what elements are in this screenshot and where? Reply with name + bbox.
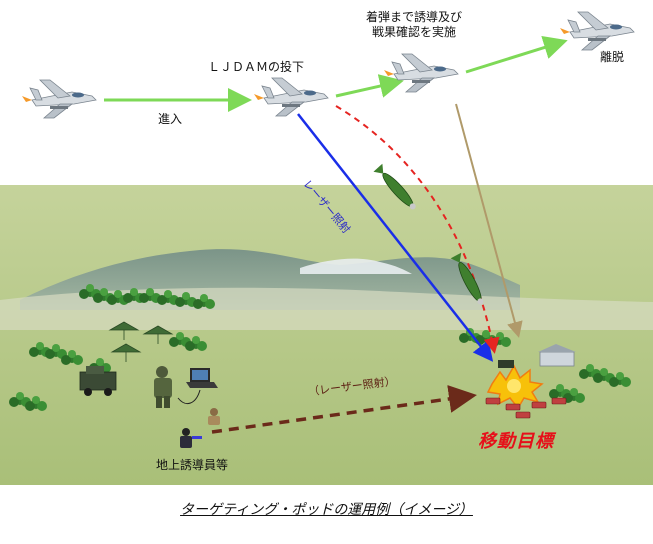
target-vehicle-dark (498, 360, 514, 368)
target-building (538, 344, 576, 367)
guidance-label: 着弾まで誘導及び 戦果確認を実施 (354, 10, 474, 40)
moving-target-label: 移動目標 (478, 431, 554, 452)
fighter-jet-egress (559, 11, 635, 51)
ground-laser-beam (211, 385, 477, 434)
drop-to-guidance-arrow (335, 74, 404, 98)
fighter-jet-approach (21, 79, 97, 119)
ground-area (0, 185, 653, 485)
soldier-figure (154, 366, 172, 408)
target-vehicles (485, 397, 567, 419)
ground-operator-figure (180, 428, 202, 448)
air-laser-beam (297, 113, 494, 362)
figure-caption: ターゲティング・ポッドの運用例（イメージ） (180, 502, 473, 518)
guidance-label-line1: 着弾まで誘導及び (365, 10, 462, 24)
fighter-jet-drop (253, 77, 329, 117)
approach-label: 進入 (158, 112, 183, 126)
ground-operator-crouching (208, 408, 220, 425)
guided-bomb-lower (450, 252, 484, 305)
pod-line (455, 103, 523, 338)
egress-arrow (465, 35, 568, 74)
guided-bomb-upper (373, 163, 416, 210)
bomb-trajectory (335, 105, 500, 354)
guidance-label-line2: 戦果確認を実施 (371, 25, 456, 39)
laptop-terminal (177, 368, 218, 405)
fighter-jet-guidance (383, 53, 459, 93)
ground-operator-label: 地上誘導員等 (156, 458, 229, 472)
camp-tents (108, 321, 174, 362)
mountain-snow (300, 258, 412, 274)
military-vehicle (79, 366, 117, 396)
ljdam-drop-label: ＬＪＤＡＭの投下 (208, 60, 305, 74)
explosion (486, 364, 544, 410)
egress-label: 離脱 (600, 50, 625, 64)
